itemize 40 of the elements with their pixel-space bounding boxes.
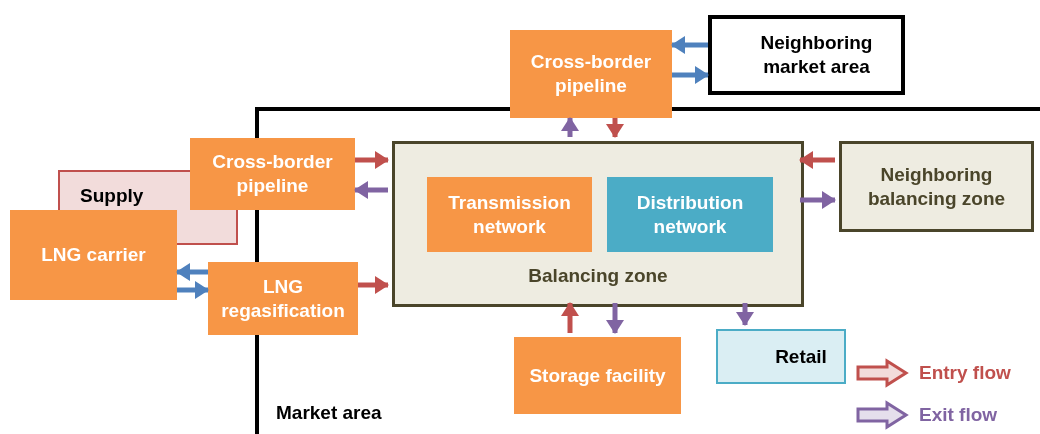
arrow: [671, 36, 708, 54]
box-label: LNG carrier: [41, 243, 146, 267]
legend-label: Exit flow: [919, 404, 998, 426]
arrow: [736, 303, 754, 326]
box-label: Market area: [276, 401, 382, 425]
arrow: [358, 276, 389, 294]
box-label: LNG regasification: [220, 274, 346, 323]
box-label: Balancing zone: [527, 264, 669, 288]
zone-box: [839, 141, 1034, 232]
box-label: Retail: [775, 344, 827, 369]
box-label: Distribution network: [635, 190, 745, 239]
process-box: [514, 337, 681, 414]
process-box: [208, 262, 358, 335]
process-box: [607, 177, 773, 252]
box-label: Storage facility: [529, 363, 666, 388]
arrow: [606, 303, 624, 334]
arrow: [176, 263, 208, 281]
arrow: [561, 302, 579, 333]
arrow: [355, 151, 389, 169]
box-label: Cross-border pipeline: [529, 50, 653, 98]
process-box: [10, 210, 177, 300]
arrow: [354, 181, 388, 199]
process-box: [510, 30, 672, 118]
process-box: [190, 138, 355, 210]
arrow: [177, 281, 209, 299]
legend-label: Entry flow: [919, 362, 1011, 384]
process-box: [427, 177, 592, 252]
arrow: [799, 151, 835, 169]
box-label: Cross-border pipeline: [211, 150, 334, 198]
arrow: [672, 66, 709, 84]
region-box: [708, 15, 905, 95]
retail-box: [716, 329, 846, 384]
zone-box: [392, 141, 804, 307]
arrow: [561, 117, 579, 137]
arrow: [606, 118, 624, 138]
box-label: Transmission network: [447, 190, 572, 239]
box-label: Supply: [80, 184, 144, 208]
box-label: Neighboring market area: [759, 31, 874, 79]
box-label: Neighboring balancing zone: [866, 162, 1007, 211]
arrow: [800, 191, 836, 209]
